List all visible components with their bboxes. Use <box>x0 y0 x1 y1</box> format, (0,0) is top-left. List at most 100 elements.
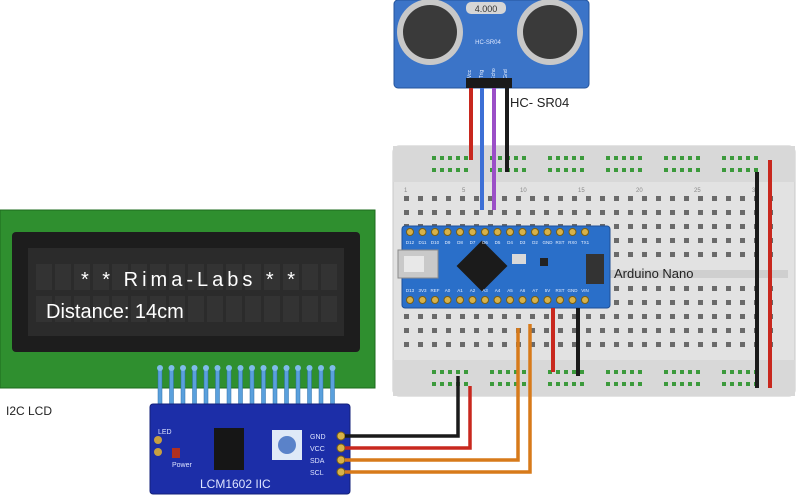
breadboard-hole <box>488 328 493 333</box>
breadboard-hole <box>600 328 605 333</box>
breadboard-hole <box>404 342 409 347</box>
rail-hole <box>688 168 692 172</box>
breadboard-hole <box>446 328 451 333</box>
rail-hole <box>440 370 444 374</box>
rail-hole <box>606 370 610 374</box>
breadboard-hole <box>740 252 745 257</box>
breadboard-hole <box>712 196 717 201</box>
rail-hole <box>522 168 526 172</box>
icsp-header <box>586 254 604 284</box>
breadboard-hole <box>712 342 717 347</box>
breadboard-hole <box>614 210 619 215</box>
breadboard-hole <box>642 224 647 229</box>
rail-hole <box>572 168 576 172</box>
rail-hole <box>738 156 742 160</box>
breadboard-column-number: 25 <box>694 188 701 194</box>
breadboard-hole <box>446 210 451 215</box>
breadboard-hole <box>740 196 745 201</box>
rail-hole <box>680 168 684 172</box>
breadboard-hole <box>600 196 605 201</box>
lcd-pin-top <box>191 365 198 371</box>
breadboard-hole <box>502 210 507 215</box>
breadboard-hole <box>418 328 423 333</box>
nano-pin-label: D4 <box>507 240 513 245</box>
breadboard-hole <box>614 252 619 257</box>
nano-pin <box>406 228 414 236</box>
breadboard-hole <box>642 286 647 291</box>
breadboard-hole <box>726 314 731 319</box>
breadboard-hole <box>726 286 731 291</box>
lcd-pin-top <box>295 365 301 371</box>
breadboard-hole <box>404 210 409 215</box>
nano-pin <box>518 228 527 236</box>
nano-pin-label: D6 <box>482 240 488 245</box>
nano-pin-label: A2 <box>470 288 476 293</box>
lcd-cell <box>112 296 128 322</box>
nano-pin <box>568 296 577 304</box>
nano-pin <box>581 228 589 236</box>
nano-pin-label: GND <box>568 288 579 293</box>
breadboard-hole <box>670 286 675 291</box>
lcd-cell <box>302 296 318 322</box>
rail-hole <box>464 168 468 172</box>
breadboard-hole <box>586 342 591 347</box>
rail-hole <box>722 168 726 172</box>
crystal <box>512 254 526 264</box>
rail-hole <box>738 382 742 386</box>
lcd-cell <box>131 296 147 322</box>
lcd-cell <box>74 296 90 322</box>
rail-hole <box>564 168 568 172</box>
breadboard-hole <box>572 196 577 201</box>
usb-port <box>404 256 424 272</box>
breadboard-hole <box>628 342 633 347</box>
breadboard-hole <box>558 196 563 201</box>
breadboard-hole <box>502 196 507 201</box>
breadboard-hole <box>684 238 689 243</box>
rail-hole <box>606 168 610 172</box>
led-label: LED <box>158 429 172 436</box>
sensor-pin-label: Echo <box>491 68 497 80</box>
nano-pin-label: D10 <box>431 240 440 245</box>
breadboard-hole <box>558 342 563 347</box>
nano-pin <box>518 296 527 304</box>
rail-hole <box>432 156 436 160</box>
i2c-wires <box>345 324 532 474</box>
rail-hole <box>564 156 568 160</box>
breadboard-hole <box>614 342 619 347</box>
sensor-pin-label: Vcc <box>467 69 473 78</box>
sensor-crystal <box>466 2 506 14</box>
breadboard-hole <box>684 314 689 319</box>
lcd-line-2: Distance: 14cm <box>46 301 184 323</box>
nano-pin-label: D5 <box>495 240 501 245</box>
breadboard-hole <box>698 210 703 215</box>
rail-hole <box>506 382 510 386</box>
nano-pin-label: A4 <box>495 288 501 293</box>
lcd-cell <box>36 264 52 290</box>
power-led <box>172 448 180 458</box>
breadboard-hole <box>460 210 465 215</box>
breadboard-hole <box>586 210 591 215</box>
rail-hole <box>580 370 584 374</box>
breadboard-hole <box>656 300 661 305</box>
lcd-cell <box>207 264 223 290</box>
lcd-pin-top <box>329 365 336 371</box>
breadboard-hole <box>600 210 605 215</box>
rail-hole <box>664 156 668 160</box>
breadboard-hole <box>418 210 423 215</box>
lcd-cell <box>264 296 280 322</box>
rail-hole <box>746 382 750 386</box>
i2c-sda-wire <box>345 328 520 462</box>
breadboard-hole <box>656 328 661 333</box>
lcd-cell <box>188 264 204 290</box>
breadboard-hole <box>628 328 633 333</box>
lcd-display: * * Rima-Labs * * Distance: 14cm <box>0 209 376 413</box>
breadboard-hole <box>684 252 689 257</box>
rail-hole <box>688 382 692 386</box>
nano-pin <box>543 228 552 236</box>
breadboard-hole <box>558 210 563 215</box>
sensor-pin-label: Trig <box>479 70 485 79</box>
breadboard-hole <box>614 314 619 319</box>
sensor-wires <box>469 88 509 210</box>
